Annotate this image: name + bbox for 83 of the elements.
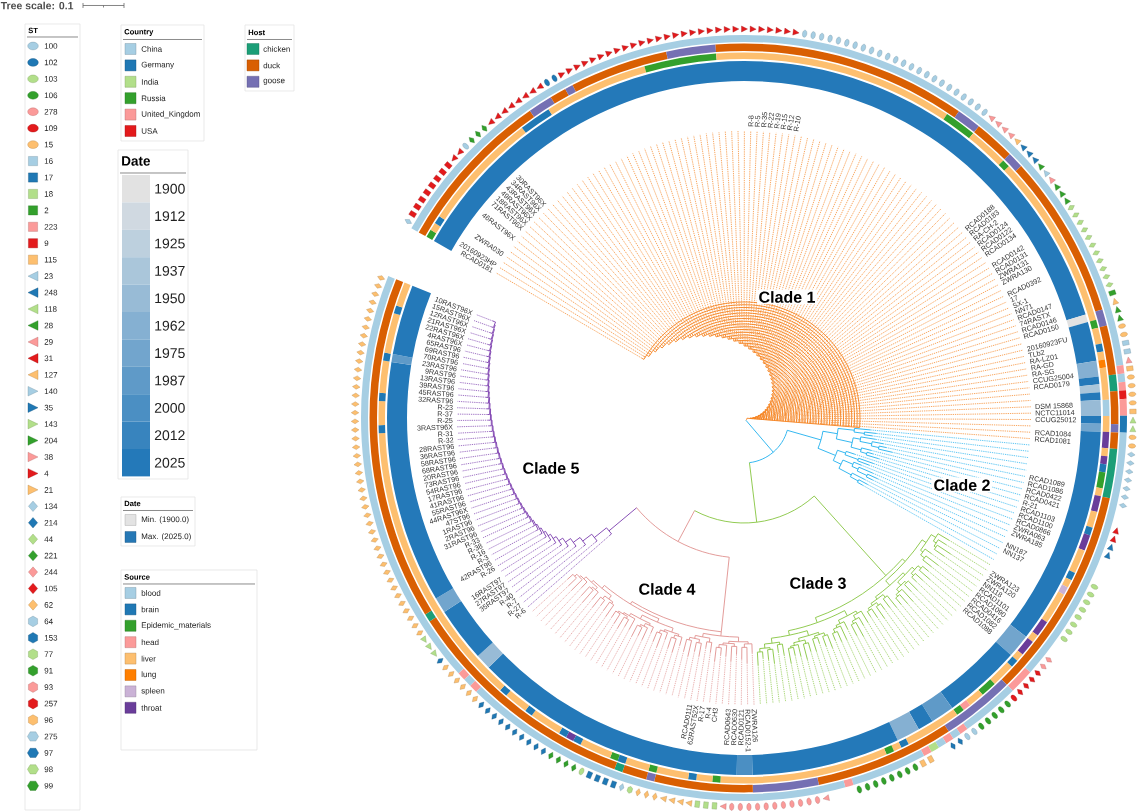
legend-label: 1962	[155, 320, 185, 331]
legend-label: 18	[44, 191, 53, 197]
legend-label: 140	[44, 388, 58, 395]
legend-label: 153	[44, 635, 58, 641]
legend-label: 278	[44, 108, 58, 115]
legend-label: 106	[44, 92, 58, 99]
legend-label: 93	[44, 684, 53, 690]
legend-label: Epidemic_materials	[141, 622, 211, 630]
legend-label: 223	[44, 224, 58, 230]
legend-label: 35	[44, 404, 53, 411]
legend-label: 214	[44, 519, 58, 526]
legend-label: 31	[44, 355, 53, 362]
legend-label: Min. (1900.0)	[141, 516, 189, 524]
legend-label: 96	[44, 717, 53, 723]
legend-label: brain	[141, 606, 159, 613]
legend-label: 1900	[155, 183, 185, 194]
legend-label: Russia	[141, 95, 166, 102]
legend-label: head	[141, 639, 159, 646]
legend-label: 221	[44, 552, 58, 559]
legend-label: 16	[44, 158, 53, 164]
clade-label: Clade 4	[637, 581, 697, 597]
legend-label: lung	[141, 671, 156, 679]
legend-label: 109	[44, 125, 58, 131]
legend-label: throat	[141, 704, 162, 711]
legend-label: 143	[44, 421, 58, 427]
legend-label: 1925	[155, 238, 185, 249]
clade-label: Clade 1	[757, 289, 817, 305]
legend-label: India	[141, 78, 159, 85]
legend-label: blood	[141, 590, 161, 596]
legend-label: 2025	[154, 457, 185, 468]
legend-label: 248	[44, 289, 58, 296]
legend-label: chicken	[263, 46, 290, 52]
legend-label: 1937	[155, 265, 185, 276]
legend-label: 244	[44, 569, 58, 575]
legend-label: 134	[44, 503, 58, 510]
legend-label: spleen	[141, 687, 165, 696]
clade-label: Clade 2	[932, 477, 992, 493]
legend-label: 2000	[154, 402, 185, 413]
scale-label: Tree scale: 0.1	[0, 1, 74, 10]
legend-label: 1975	[155, 348, 185, 359]
legend-label: 115	[44, 256, 57, 263]
legend-label: 97	[44, 750, 53, 756]
legend-label: 2	[44, 207, 49, 214]
legend-label: goose	[263, 78, 285, 85]
legend-label: 275	[44, 733, 58, 740]
legend-label: 28	[44, 322, 53, 329]
legend-label: 100	[44, 43, 58, 49]
legend-label: 102	[44, 59, 58, 66]
legend-label: duck	[263, 62, 281, 69]
legend-label: 257	[44, 700, 58, 707]
legend-label: 77	[44, 651, 53, 657]
legend-label: 105	[44, 585, 58, 592]
legend-label: 44	[44, 536, 53, 542]
legend-label: liver	[141, 655, 156, 662]
legend-label: 99	[44, 782, 53, 789]
legend-label: 29	[44, 339, 53, 345]
legend-label: 1950	[155, 293, 185, 304]
legend-title: Date	[122, 156, 150, 166]
legend-label: 64	[44, 618, 53, 625]
legend-label: 127	[44, 372, 58, 378]
legend-label: China	[141, 46, 163, 52]
legend-label: USA	[141, 128, 158, 134]
legend-label: 118	[44, 306, 57, 312]
legend-label: 21	[44, 487, 53, 493]
legend-label: 1987	[155, 375, 185, 386]
legend-label: Max. (2025.0)	[141, 533, 191, 541]
legend-label: 2012	[154, 430, 185, 441]
legend-label: 15	[44, 141, 53, 148]
legend-label: 17	[44, 174, 53, 181]
legend-label: 38	[44, 454, 53, 460]
legend-label: 62	[44, 602, 53, 608]
legend-label: 4	[44, 470, 49, 477]
legend-label: 9	[44, 240, 49, 247]
legend-label: 91	[44, 667, 53, 674]
legend-label: 23	[44, 273, 53, 279]
legend-label: 204	[44, 437, 58, 444]
legend-label: 1912	[155, 211, 185, 222]
clade-label: Clade 3	[788, 575, 848, 591]
legend-label: 103	[44, 76, 58, 82]
legend-label: 98	[44, 766, 53, 773]
legend-label: Germany	[141, 61, 175, 69]
legend-label: United_Kingdom	[141, 110, 200, 119]
clade-label: Clade 5	[521, 460, 581, 476]
